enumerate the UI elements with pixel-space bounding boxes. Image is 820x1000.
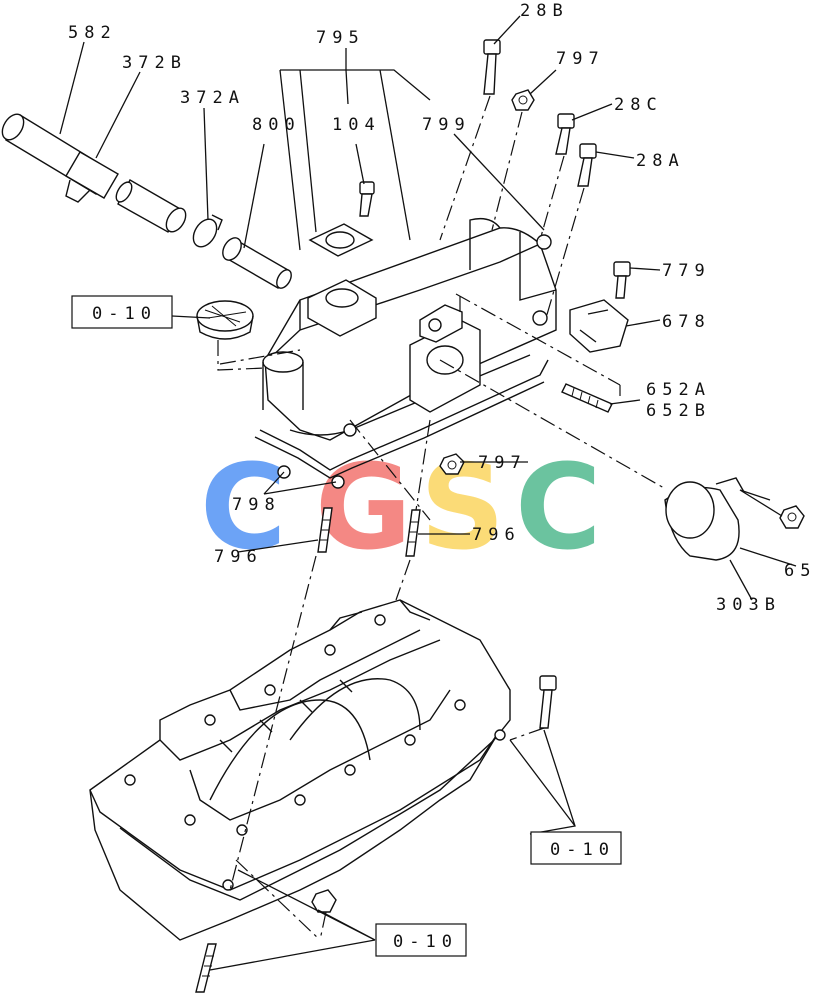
watermark-letter-g: G	[315, 438, 412, 576]
label-797-upper: 797	[556, 49, 605, 69]
ref-label-2: 0-10	[550, 840, 615, 860]
bolt-28c	[555, 113, 575, 155]
bolt-104	[359, 181, 375, 217]
nut-797-lower	[439, 453, 465, 475]
valve-cover	[262, 217, 557, 441]
assembly-lines	[217, 95, 665, 941]
cgsc-watermark: C G S C	[200, 438, 602, 576]
stud-796-left	[317, 507, 333, 553]
stud-652	[561, 383, 613, 413]
label-65: 65	[784, 561, 816, 581]
oil-filler-cap	[196, 300, 254, 340]
label-372a: 372A	[180, 88, 245, 108]
ref-label-1: 0-10	[92, 304, 157, 324]
elbow-303b	[664, 477, 745, 561]
label-28c: 28C	[614, 95, 663, 115]
nut-head-lower	[311, 889, 337, 913]
label-797-lower: 797	[478, 453, 527, 473]
label-28a: 28A	[636, 151, 685, 171]
cylinder-head	[89, 599, 511, 941]
breather-pipe-800	[222, 237, 292, 289]
hose-clamp-372a	[192, 214, 223, 248]
intake-flange	[409, 304, 481, 413]
nut-797-upper	[511, 89, 535, 111]
watermark-letter-c1: C	[200, 438, 287, 576]
stud-796-right	[405, 509, 421, 557]
bolt-28b	[483, 39, 501, 95]
ref-box-head-bottom: 0-10	[375, 923, 467, 957]
bolt-head-right	[539, 675, 557, 729]
label-303b: 303B	[716, 595, 781, 615]
label-652b: 652B	[646, 401, 711, 421]
label-796-left: 796	[214, 547, 263, 567]
part-labels: 582 372B 372A 795 800 104 799 28B 797 28…	[68, 1, 816, 615]
bolt-28a	[577, 143, 597, 187]
watermark-letter-c2: C	[515, 438, 602, 576]
label-582: 582	[68, 23, 117, 43]
label-796-right: 796	[472, 525, 521, 545]
label-104: 104	[332, 115, 381, 135]
ref-box-oil-cap: 0-10	[71, 295, 173, 329]
bolt-779	[613, 261, 631, 299]
label-28b: 28B	[520, 1, 569, 21]
ref-label-3: 0-10	[393, 932, 458, 952]
stud-head-lower	[195, 943, 217, 993]
label-372b: 372B	[122, 53, 187, 73]
label-798: 798	[232, 495, 281, 515]
ref-box-head-right: 0-10	[530, 831, 622, 865]
label-799: 799	[422, 115, 471, 135]
breather-hose-582	[1, 113, 187, 233]
label-779: 779	[662, 261, 711, 281]
label-795: 795	[316, 28, 365, 48]
breather-port-104	[307, 223, 377, 337]
nut-65	[779, 505, 805, 529]
label-652a: 652A	[646, 380, 711, 400]
label-678: 678	[662, 312, 711, 332]
label-800: 800	[252, 115, 301, 135]
sensor-678	[569, 299, 629, 353]
leader-lines	[59, 15, 797, 971]
